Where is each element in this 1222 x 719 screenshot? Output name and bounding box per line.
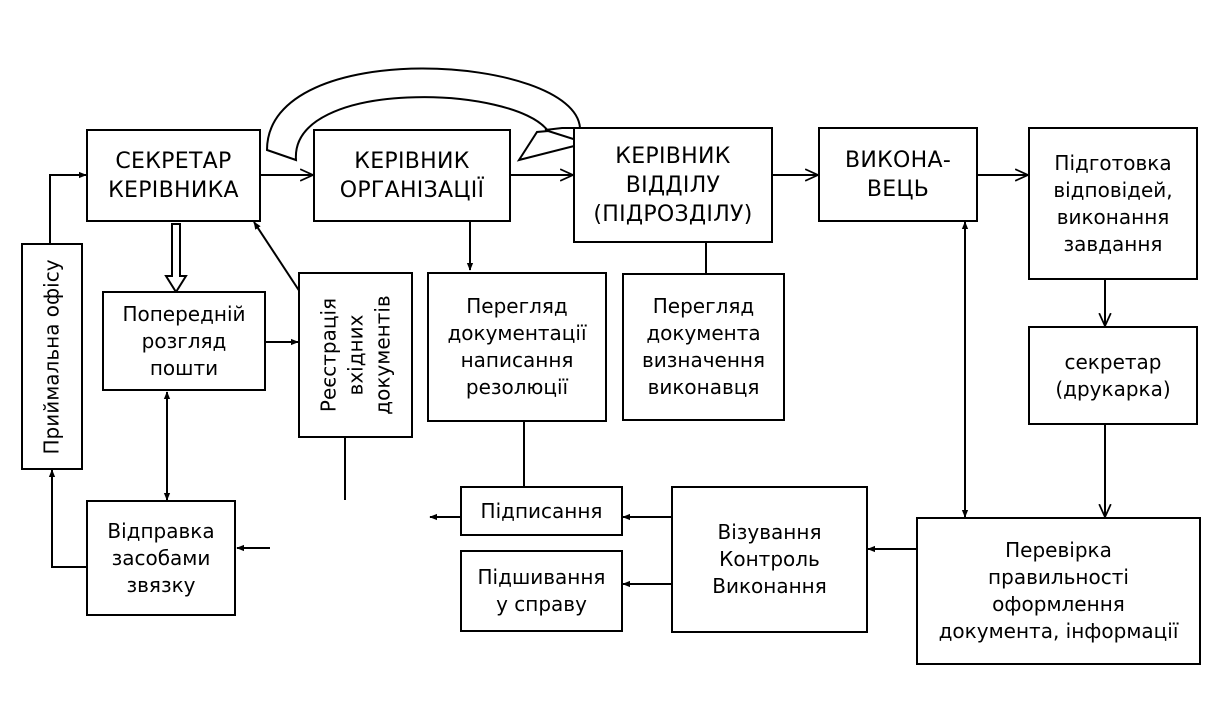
box-vizing-control-line-1: Візування [717,520,822,544]
box-preliminary-review-line-1: Попередній [122,301,246,326]
box-reception-office-label: Приймальна офісу [39,258,64,455]
box-secretary-head-line-2: КЕРІВНИКА [108,177,239,203]
box-review-doc-executor-line-1: Перегляд [652,294,755,318]
box-prepare-answers-line-4: завдання [1063,231,1163,256]
box-registration-line-1: Реєстрація [316,297,340,413]
box-org-head: КЕРІВНИК ОРГАНІЗАЦІЇ [313,129,511,222]
box-send-by-comm-line-2: засобами [111,545,211,570]
box-secretary-head: СЕКРЕТАР КЕРІВНИКА [86,129,261,222]
box-filing-line-2: у справу [496,592,587,616]
box-preliminary-review-line-3: пошти [149,355,219,380]
box-prepare-answers-line-1: Підготовка [1054,150,1172,175]
hollow-arrow-secretary-to-preliminary [164,223,188,294]
box-check-correctness-line-4: документа, інформації [938,619,1179,643]
box-review-docs-resolution-line-2: документації [447,321,587,345]
box-org-head-line-2: ОРГАНІЗАЦІЇ [339,177,485,203]
box-secretary-head-line-1: СЕКРЕТАР [115,148,232,174]
box-review-docs-resolution-line-3: написання [460,348,574,372]
box-registration-line-3: документів [370,295,394,415]
box-executor-line-1: ВИКОНА- [844,147,952,173]
box-filing-line-1: Підшивання [477,565,606,589]
box-send-by-comm-line-3: звязку [126,572,196,597]
box-secretary-typist: секретар (друкарка) [1028,326,1198,425]
box-review-docs-resolution-line-4: резолюції [465,375,569,399]
box-secretary-typist-line-2: (друкарка) [1055,376,1171,401]
box-signing: Підписання [460,486,623,536]
box-review-doc-executor-line-2: документа [646,321,761,345]
box-signing-label: Підписання [480,498,603,523]
box-registration: Реєстрація вхідних документів [298,272,413,438]
box-org-head-line-1: КЕРІВНИК [354,148,470,174]
box-review-doc-executor-line-3: визначення [641,348,766,372]
box-dept-head-line-2: ВІДДІЛУ [625,172,721,198]
box-reception-office: Приймальна офісу [21,243,83,470]
box-registration-line-2: вхідних [343,314,367,396]
box-check-correctness: Перевірка правильності оформлення докуме… [916,517,1201,665]
box-dept-head: КЕРІВНИК ВІДДІЛУ (ПІДРОЗДІЛУ) [573,127,773,243]
box-review-doc-executor: Перегляд документа визначення виконавця [622,273,785,421]
box-send-by-comm-line-1: Відправка [107,518,215,543]
box-prepare-answers-line-2: відповідей, [1053,177,1173,202]
box-preliminary-review: Попередній розгляд пошти [102,291,266,391]
box-check-correctness-line-1: Перевірка [1005,538,1112,562]
box-vizing-control-line-2: Контроль [719,547,820,571]
box-dept-head-line-3: (ПІДРОЗДІЛУ) [593,201,753,227]
box-review-docs-resolution-line-1: Перегляд [466,294,568,318]
box-check-correctness-line-3: оформлення [992,592,1125,616]
curved-bypass-arrow [265,67,590,162]
arrow-reception-to-secretary [49,171,87,243]
box-prepare-answers-line-3: виконання [1056,204,1170,229]
box-vizing-control-line-3: Виконання [712,574,827,598]
box-check-correctness-line-2: правильності [988,565,1129,589]
box-prepare-answers: Підготовка відповідей, виконання завданн… [1028,127,1198,280]
box-vizing-control: Візування Контроль Виконання [671,486,868,633]
box-filing: Підшивання у справу [460,550,623,632]
box-executor-line-2: ВЕЦЬ [866,176,930,202]
box-review-doc-executor-line-4: виконавця [647,375,760,399]
box-send-by-comm: Відправка засобами звязку [86,500,236,616]
box-review-docs-resolution: Перегляд документації написання резолюці… [427,272,607,422]
box-preliminary-review-line-2: розгляд [141,328,227,353]
arrow-send-to-reception [48,469,86,568]
box-executor: ВИКОНА- ВЕЦЬ [818,127,978,222]
arrow-registration-to-secretary [253,221,301,293]
box-secretary-typist-line-1: секретар [1064,349,1162,374]
box-dept-head-line-1: КЕРІВНИК [615,143,731,169]
